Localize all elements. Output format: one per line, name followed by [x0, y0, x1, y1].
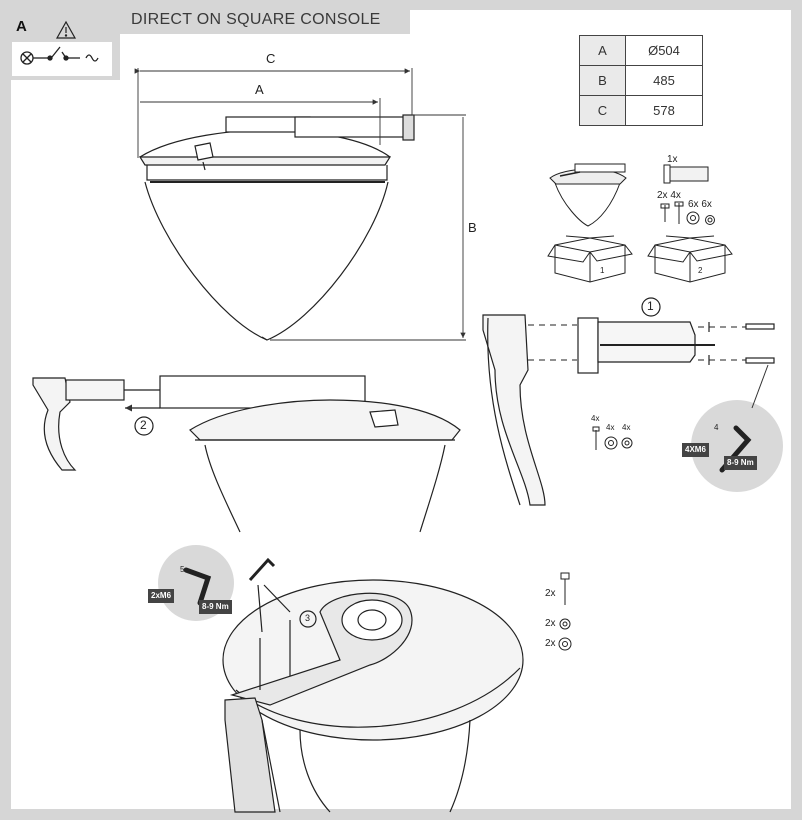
luminaire-side-view	[138, 114, 415, 341]
qty-washers: 6x 6x	[688, 199, 712, 210]
bolt-spec-tag: 4XM6	[682, 443, 709, 457]
torque-tag: 8-9 Nm	[199, 600, 232, 614]
page-title: DIRECT ON SQUARE CONSOLE	[131, 11, 381, 28]
table-value: Ø504	[625, 35, 703, 66]
key-size-label: 5	[180, 565, 185, 574]
qty-step3-washer: 2x	[545, 618, 556, 629]
title-bar	[120, 8, 410, 34]
section-letter: A	[16, 18, 27, 35]
step3-diagram	[222, 557, 524, 813]
step-number-2: 2	[140, 418, 147, 432]
table-key: B	[579, 65, 626, 96]
table-key: C	[579, 95, 626, 126]
qty-step1-washer: 4x	[606, 423, 615, 432]
step1-bracket-diagram	[482, 297, 775, 506]
qty-step3-bolt: 2x	[545, 588, 556, 599]
qty-bracket: 1x	[667, 154, 678, 165]
dimension-label-b: B	[468, 220, 477, 235]
step3-hardware	[558, 572, 572, 651]
warning-icon	[55, 20, 77, 39]
dimension-label-a: A	[255, 82, 264, 97]
qty-bolts: 2x 4x	[657, 190, 681, 201]
package-contents-diagram	[547, 163, 733, 283]
step-number-3: 3	[305, 613, 311, 623]
step1-hardware	[592, 426, 633, 450]
electrical-circuit-icon	[20, 46, 99, 65]
step2-diagram	[32, 375, 461, 533]
qty-step1-spring-washer: 4x	[622, 423, 631, 432]
qty-step1-bolt: 4x	[591, 414, 600, 423]
key-size-label: 4	[714, 423, 719, 432]
step-number-1: 1	[647, 299, 654, 313]
bolt-spec-tag: 2xM6	[148, 589, 175, 603]
qty-step3-spring-washer: 2x	[545, 638, 556, 649]
box-number-2: 2	[698, 266, 703, 275]
box-number-1: 1	[600, 266, 605, 275]
torque-tag: 8-9 Nm	[724, 456, 757, 470]
table-value: 485	[625, 65, 703, 96]
table-value: 578	[625, 95, 703, 126]
table-key: A	[579, 35, 626, 66]
dimension-lines	[134, 68, 466, 341]
step1-tool-detail	[691, 364, 783, 492]
dimension-label-c: C	[266, 51, 276, 66]
